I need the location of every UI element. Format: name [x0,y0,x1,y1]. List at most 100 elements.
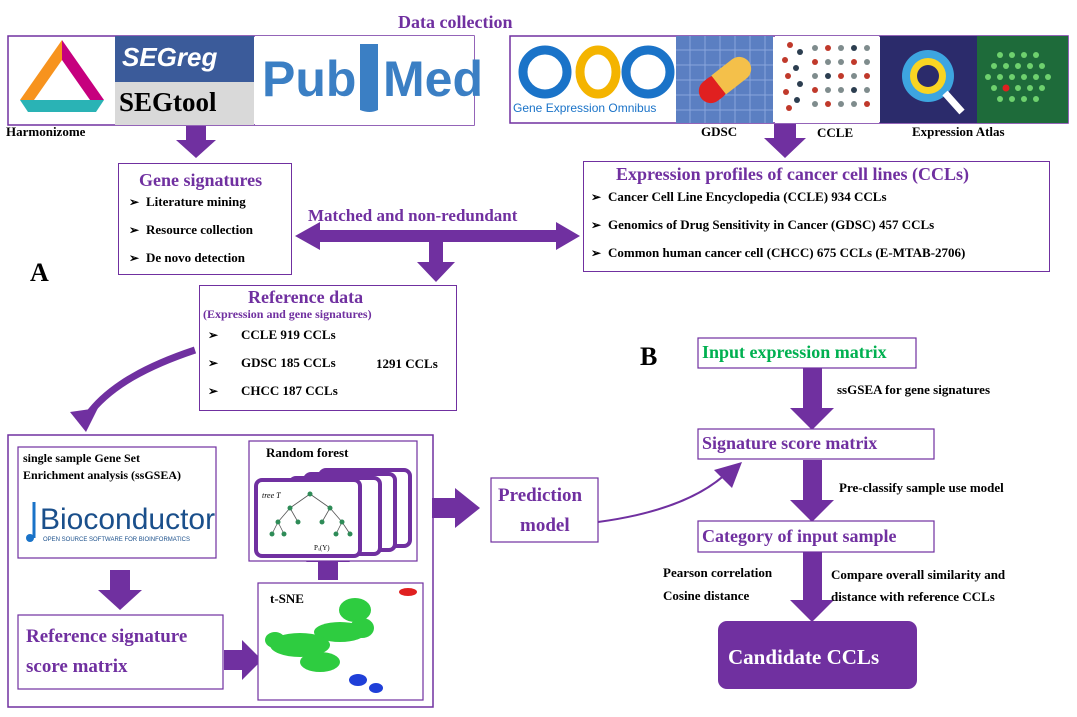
check-arrow-icon: ➢ [208,384,219,398]
model-building-box [7,434,434,708]
gdsc-label: GDSC [701,124,738,139]
expression-item: Cancer Cell Line Encyclopedia (CCLE) 934… [608,189,887,204]
check-arrow-icon: ➢ [129,223,140,237]
ccle-dots [782,42,870,111]
matched-label: Matched and non-redundant [308,206,518,225]
bioconductor-icon [26,502,36,542]
arrow-down-b2 [790,460,834,522]
arrow-down-4 [98,570,142,610]
check-arrow-icon: ➢ [208,356,219,370]
expression-profiles-title: Expression profiles of cancer cell lines… [616,164,969,184]
ref-matrix-box [17,614,224,690]
data-collection-title: Data collection [398,12,513,32]
ssgsea-line1: single sample Gene Set [23,451,140,465]
compare-line2: distance with reference CCLs [831,589,995,604]
arrow-right-1 [432,488,480,528]
compare-line1: Compare overall similarity and [831,567,1006,582]
panel-b-label: B [640,342,658,371]
bioconductor-tagline: OPEN SOURCE SOFTWARE FOR BIOINFORMATICS [43,537,191,543]
panel-a-label: A [30,258,49,287]
tree-nodes [269,491,353,537]
tsne-red-cluster [399,588,417,596]
random-forest-title: Random forest [266,445,349,460]
input-matrix-box [697,337,917,369]
ref-matrix-line2: score matrix [26,656,128,677]
gene-sig-item: Literature mining [146,194,246,209]
category-label: Category of input sample [702,526,897,546]
ccle-label: CCLE [817,125,854,140]
curved-line-head [714,462,742,488]
prediction-line1: Prediction [498,485,583,506]
arrows [98,124,834,680]
geo-caption: Gene Expression Omnibus [513,101,657,115]
curved-line-prediction [597,469,731,523]
signature-matrix-box [697,428,935,460]
magnifier-icon [902,50,965,115]
cosine-label: Cosine distance [663,588,750,603]
category-box [697,520,935,553]
candidate-box [718,621,917,689]
check-arrow-icon: ➢ [129,195,140,209]
prediction-line2: model [520,515,570,536]
bioconductor-logo: Bioconductor [40,503,216,536]
ref-matrix-line1: Reference signature [26,626,188,647]
curved-arrow-left [85,346,197,418]
reference-data-box: Reference data (Expression and gene sign… [199,285,457,411]
pearson-label: Pearson correlation [663,565,773,580]
check-arrow-icon: ➢ [208,328,219,342]
gene-sig-item: De novo detection [146,250,245,265]
gene-signatures-box: Gene signatures ➢ Literature mining ➢ Re… [118,163,292,275]
check-arrow-icon: ➢ [591,246,602,260]
check-arrow-icon: ➢ [591,218,602,232]
input-matrix-label: Input expression matrix [702,342,887,362]
signature-matrix-label: Signature score matrix [702,433,878,453]
arrow-down-3 [417,242,455,282]
arrow-down-b1 [790,368,834,430]
arrow-down-b3 [790,552,834,622]
pubmed-book-icon [360,44,378,112]
expression-item: Common human cancer cell (CHCC) 675 CCLs… [608,245,966,260]
segtool-logo: SEGtool [119,87,217,117]
gene-sig-item: Resource collection [146,222,253,237]
arrow-double [295,222,580,250]
expression-atlas-label: Expression Atlas [912,124,1005,139]
pubmed-logo-med: Med [383,51,483,107]
expression-profiles-box: Expression profiles of cancer cell lines… [583,161,1050,272]
geo-logo [518,45,675,99]
gene-signatures-title: Gene signatures [139,170,263,190]
arrow-down-2 [764,124,806,158]
harmonizome-logo [20,40,104,112]
hex-dots [985,52,1051,102]
reference-total: 1291 CCLs [376,356,438,371]
candidate-label: Candidate CCLs [728,645,880,669]
reference-item: CHCC 187 CCLs [241,383,338,398]
tsne-blue-cluster [349,674,383,693]
tsne-title: t-SNE [270,591,304,606]
ssgsea-step-label: ssGSEA for gene signatures [837,382,991,397]
reference-data-subtitle: (Expression and gene signatures) [203,307,372,321]
prediction-box [490,477,599,543]
check-arrow-icon: ➢ [129,251,140,265]
reference-data-title: Reference data [248,287,364,307]
segtool-logo-bg [115,82,254,125]
harmonizome-label: Harmonizome [6,124,86,139]
reference-item: GDSC 185 CCLs [241,355,336,370]
arrow-right-2 [224,640,262,680]
ssgsea-box [17,446,217,559]
forest-cards [254,468,412,558]
check-arrow-icon: ➢ [591,190,602,204]
reference-item: CCLE 919 CCLs [241,327,336,342]
tree-label: tree T [262,491,281,500]
ssgsea-line2: Enrichment analysis (ssGSEA) [23,468,182,482]
preclassify-label: Pre-classify sample use model [839,480,1004,495]
pill-icon [698,56,752,104]
segreg-logo-bg [115,36,254,82]
curved-arrow-left-head [70,408,98,432]
prob-label: Pₓ(Y) [314,544,330,552]
pubmed-logo-pub: Pub [262,51,357,107]
arrow-down-1 [176,126,216,158]
expression-item: Genomics of Drug Sensitivity in Cancer (… [608,217,935,232]
tsne-green-cluster [265,598,374,672]
